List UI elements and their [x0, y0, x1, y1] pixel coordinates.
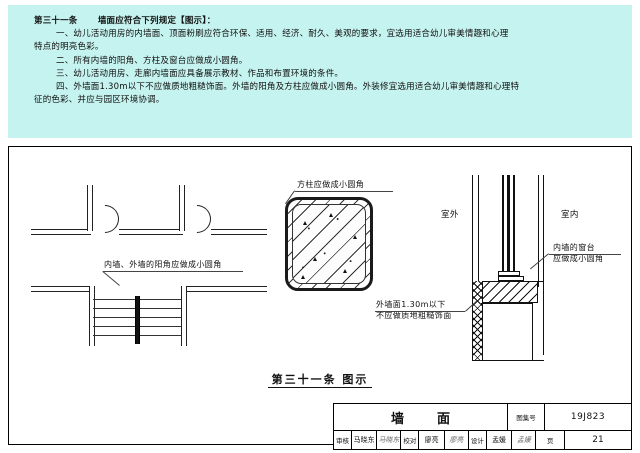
clause-item-4-cont: 征的色彩、并应与园区环境协调。 [34, 95, 165, 106]
plan-wall-pier-left [87, 185, 93, 231]
outer-wall-leader-horizontal [375, 311, 465, 312]
clause-number: 第三十一条 [34, 16, 78, 26]
column-corner-label: 方柱应做成小圆角 [297, 180, 365, 189]
clause-heading-text: 墙面应符合下列规定【图示】： [97, 16, 216, 26]
atlas-number-value: 19J823 [544, 404, 631, 431]
plan-wall-segment-right [211, 229, 267, 235]
outer-wall-finish-label: 外墙面1.30m以下 不应做质地粗糙饰面 [376, 300, 452, 320]
clause-item-3: 三、幼儿活动用房、走廊内墙面应具备展示教材、作品和布置环境的条件。 [56, 68, 344, 79]
clause-item-1: 一、幼儿活动用房的内墙面、顶面粉刷应符合环保、适用、经济、耐久、美观的要求，宜选… [56, 29, 509, 40]
plan-wall-segment-mid [119, 229, 183, 235]
reviewer-role-label: 审核 [335, 437, 349, 446]
plan-lower-wall-left [31, 286, 93, 292]
title-block: 墙 面 图集号 19J823 审核 马晓东 马晓东 校对 廖亮 廖亮 设计 孟媛… [333, 403, 632, 450]
window-glass-pane-2 [507, 175, 510, 271]
title-block-signature-row: 审核 马晓东 马晓东 校对 廖亮 廖亮 设计 孟媛 孟媛 页 21 [334, 431, 631, 449]
section-inner-face-line [538, 175, 539, 287]
column-concrete-core [292, 204, 366, 284]
plan-lower-pier-right [181, 286, 187, 346]
title-block-main-row: 墙 面 图集号 19J823 [334, 404, 631, 432]
outer-wall-insulation [472, 281, 483, 361]
section-outer-face-line [472, 175, 473, 287]
reviewer-name: 马晓东 [350, 431, 377, 449]
column-corner-leader-horizontal [295, 191, 393, 192]
checker-signature-mark: 廖亮 [443, 431, 468, 449]
window-wall-section [464, 175, 584, 361]
sill-top-line [472, 281, 544, 282]
section-lower-inner-line [532, 303, 533, 361]
section-outer-face-line-2 [478, 175, 479, 287]
section-bottom-line [472, 360, 544, 361]
clause-item-1-cont: 特点的明亮色彩。 [34, 42, 104, 53]
column-outer-finish [285, 197, 373, 291]
reviewer-signature-mark: 马晓东 [376, 431, 400, 449]
wall-corner-leader-horizontal [103, 271, 243, 272]
page-number: 21 [563, 431, 631, 449]
plan-lower-pier-left [89, 286, 95, 346]
wall-corner-label: 内墙、外墙的阳角应做成小圆角 [104, 260, 222, 269]
window-frame-step-2 [498, 276, 524, 281]
plan-wall-segment-left [31, 229, 91, 235]
square-column-detail [285, 197, 373, 295]
window-sill-slab [478, 281, 538, 303]
clause-item-2: 二、所有内墙的阳角、方柱及窗台应做成小圆角。 [56, 55, 248, 66]
sheet-title: 墙 面 [390, 411, 460, 427]
clause-note-panel: 第三十一条 墙面应符合下列规定【图示】： 一、幼儿活动用房的内墙面、顶面粉刷应符… [8, 5, 632, 138]
sill-under-line [481, 303, 533, 304]
wall-plan-diagram: 内墙、外墙的阳角应做成小圆角 [31, 185, 271, 357]
section-inner-face-line-2 [543, 175, 544, 355]
window-glass-pane-3 [513, 175, 515, 271]
inner-sill-leader-horizontal [549, 254, 621, 255]
designer-signature-mark: 孟媛 [511, 431, 535, 449]
clause-heading: 第三十一条 墙面应符合下列规定【图示】： [34, 15, 618, 28]
drawing-frame: 内墙、外墙的阳角应做成小圆角 [8, 146, 632, 445]
inner-sill-label: 内墙的窗台 应做成小圆角 [553, 243, 604, 263]
wall-corner-leader-diagonal [102, 271, 120, 286]
plan-wall-pier-mid [179, 185, 185, 231]
window-glass-pane-1 [502, 175, 504, 271]
label-indoor: 室内 [561, 210, 579, 220]
stair-handrail [135, 296, 140, 344]
label-outdoor: 室外 [441, 210, 459, 220]
checker-role-label: 校对 [400, 431, 418, 449]
clause-item-4: 四、外墙面1.30m以下不应做质地粗糙饰面。外墙的阳角及方柱应做成小圆角。外装修… [56, 82, 520, 93]
page-label: 页 [535, 431, 564, 449]
window-frame-step-1 [498, 271, 520, 276]
checker-name: 廖亮 [418, 431, 444, 449]
plan-lower-wall-right [183, 286, 267, 292]
designer-role-label: 设计 [467, 431, 486, 449]
atlas-number-label: 图集号 [507, 404, 544, 431]
figure-caption: 第三十一条 图示 [9, 371, 631, 388]
designer-name: 孟媛 [485, 431, 512, 449]
